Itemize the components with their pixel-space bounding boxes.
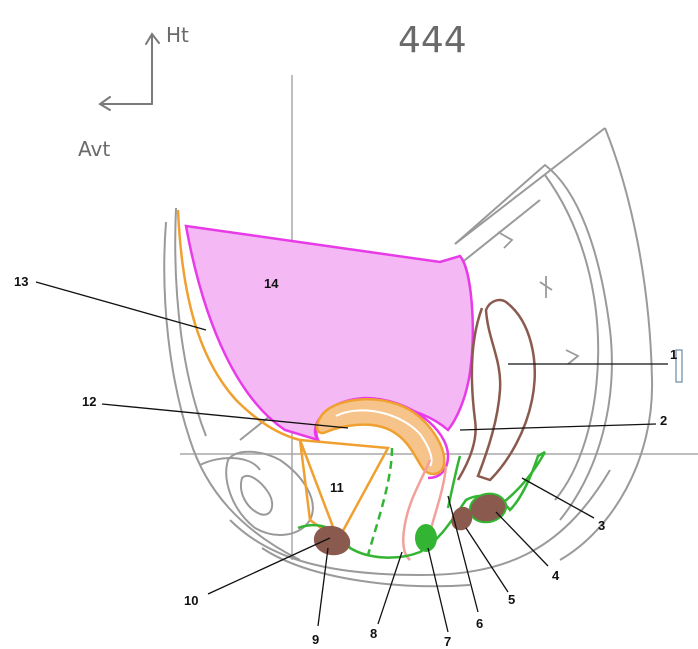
page-number: 444 — [398, 20, 467, 61]
label-12: 12 — [82, 394, 96, 409]
body-outline — [163, 127, 654, 588]
label-13: 13 — [14, 274, 28, 289]
label-11: 11 — [330, 480, 344, 495]
green-dashed-line — [366, 447, 394, 556]
region-13-orange-line — [176, 209, 301, 442]
region-1-rectum — [456, 298, 536, 482]
region-5-brown-mass — [451, 506, 473, 531]
label-6: 6 — [476, 616, 483, 631]
label-4: 4 — [552, 568, 560, 583]
uterus-cavity — [335, 409, 433, 467]
label-10: 10 — [184, 593, 198, 608]
label-9: 9 — [312, 632, 319, 647]
superior-label: Ht — [166, 23, 189, 47]
small-marker — [675, 349, 683, 383]
orientation-arrows — [98, 32, 160, 111]
anterior-label: Avt — [78, 137, 110, 161]
label-1: 1 — [670, 347, 677, 362]
label-5: 5 — [508, 592, 515, 607]
label-2: 2 — [660, 413, 667, 428]
sacral-marks — [497, 231, 580, 365]
label-3: 3 — [598, 518, 605, 533]
region-4-brown-mass — [468, 492, 508, 524]
leader-lines — [35, 281, 668, 633]
label-14: 14 — [264, 276, 279, 291]
label-7: 7 — [444, 634, 451, 649]
region-10-brown-mass — [313, 525, 351, 556]
region-7-green-node — [415, 524, 437, 552]
label-8: 8 — [370, 626, 377, 641]
